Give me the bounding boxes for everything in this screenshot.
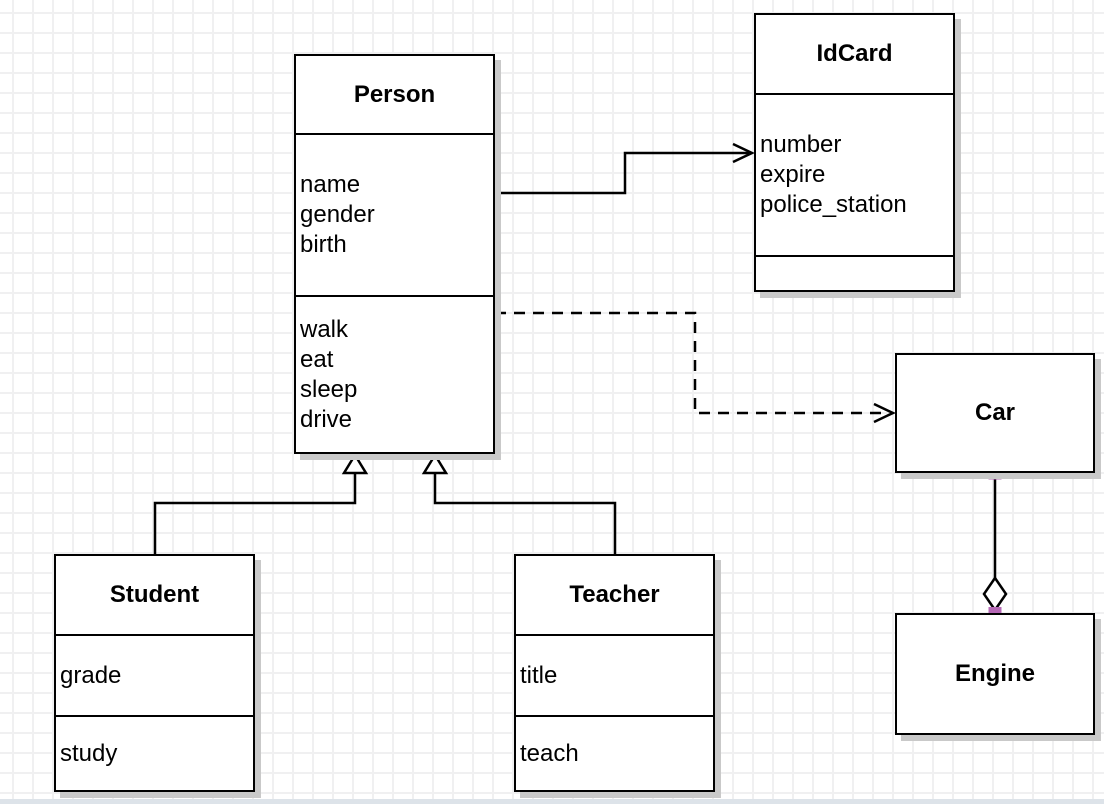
attribute: name — [300, 171, 361, 198]
attribute: expire — [760, 161, 826, 188]
attributes-section: grade — [56, 634, 253, 715]
methods-section: teach — [516, 715, 713, 790]
class-title: Teacher — [569, 581, 660, 608]
connector-student-person[interactable] — [153, 452, 369, 554]
connector-person-car[interactable] — [495, 311, 896, 424]
method: sleep — [300, 375, 358, 403]
class-student[interactable]: Student grade study — [54, 554, 255, 792]
hollow-triangle-icon — [421, 452, 449, 475]
method: study — [60, 739, 118, 767]
canvas-bottom-edge — [0, 799, 1104, 804]
attribute: number — [760, 131, 842, 158]
method: teach — [520, 739, 579, 767]
attribute: gender — [300, 201, 375, 228]
open-arrowhead-icon — [873, 402, 896, 424]
class-car[interactable]: Car — [895, 353, 1095, 473]
connector-teacher-person[interactable] — [421, 452, 617, 554]
class-title: Student — [109, 581, 200, 608]
class-person[interactable]: Person name gender birth walk eat sleep … — [294, 54, 495, 454]
methods-section — [756, 255, 953, 290]
method: walk — [300, 315, 349, 343]
attributes-section: name gender birth — [296, 133, 493, 295]
connector-person-idcard[interactable] — [495, 142, 755, 195]
hollow-triangle-icon — [341, 452, 369, 475]
methods-section: study — [56, 715, 253, 790]
class-title: Car — [974, 399, 1016, 426]
methods-section: walk eat sleep drive — [296, 295, 493, 452]
class-title: IdCard — [816, 40, 893, 67]
class-teacher[interactable]: Teacher title teach — [514, 554, 715, 792]
class-idcard[interactable]: IdCard number expire police_station — [754, 13, 955, 292]
class-title: Person — [353, 80, 436, 108]
attributes-section: title — [516, 634, 713, 715]
connector-car-engine[interactable] — [982, 466, 1008, 621]
class-engine[interactable]: Engine — [895, 613, 1095, 735]
method: drive — [300, 405, 353, 433]
attribute: title — [520, 661, 558, 689]
method: eat — [300, 345, 334, 373]
attribute: police_station — [760, 191, 907, 218]
attribute: grade — [60, 661, 122, 689]
class-title: Engine — [954, 660, 1035, 687]
open-arrowhead-icon — [732, 142, 755, 164]
attributes-section: number expire police_station — [756, 93, 953, 255]
attribute: birth — [300, 231, 347, 258]
hollow-diamond-icon — [982, 575, 1008, 613]
